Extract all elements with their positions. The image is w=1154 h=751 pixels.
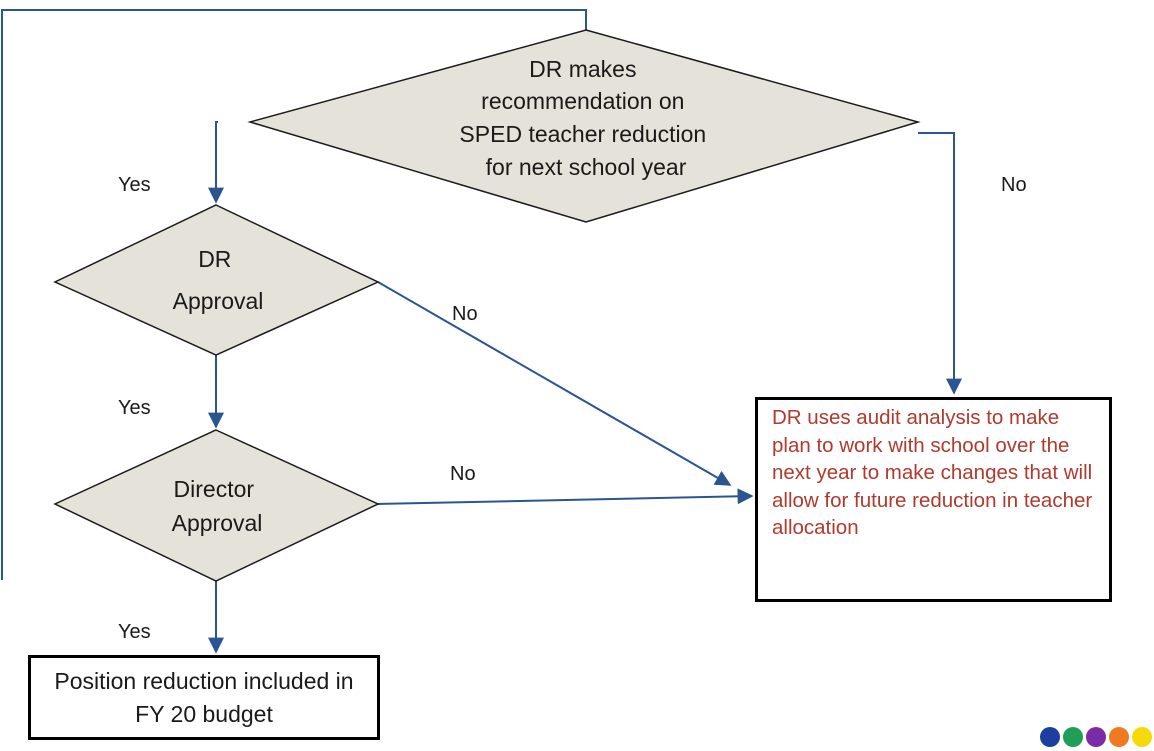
director-approval-diamond [53, 429, 380, 582]
director-approval-line-2: Approval [172, 510, 263, 536]
connectors [1, 9, 962, 654]
recommendation-line-2: recommendation on [481, 88, 684, 114]
purple-dot [1086, 727, 1106, 747]
dr-approval-diamond [53, 204, 380, 356]
dr-approval-line-2: Approval [173, 288, 264, 314]
yes-label-2: Yes [118, 397, 151, 419]
dr-approval-line-1: DR [198, 246, 231, 272]
loopback-arrow [1, 9, 594, 580]
recommendation-diamond [247, 29, 921, 223]
svg-text:DR makes recommendation on: DR makes recommendation on SPED teacher … [459, 56, 712, 180]
yes-label-3: Yes [118, 621, 151, 643]
no-label-3: No [450, 463, 476, 485]
yellow-dot [1132, 727, 1152, 747]
recommendation-line-4: for next school year [486, 154, 687, 180]
audit-plan-box: DR uses audit analysis to make plan to w… [755, 397, 1112, 602]
yes-arrow-1 [208, 121, 224, 204]
recommendation-line-3: SPED teacher reduction [459, 121, 706, 147]
no-label-2: No [452, 303, 478, 325]
green-dot [1063, 727, 1083, 747]
no-arrow-1 [918, 132, 962, 395]
yes-label-1: Yes [118, 174, 151, 196]
blue-dot [1040, 727, 1060, 747]
position-reduction-box: Position reduction included in FY 20 bud… [28, 655, 380, 740]
svg-text:DR Approval: DR Approval [173, 246, 264, 314]
orange-dot [1109, 727, 1129, 747]
no-label-1: No [1001, 174, 1027, 196]
svg-text:Director Approval: Director Approval [172, 476, 263, 536]
no-arrow-3 [377, 488, 754, 505]
recommendation-line-1: DR makes [529, 56, 636, 82]
director-approval-line-1: Director [174, 476, 255, 502]
brand-dots [1040, 727, 1152, 747]
no-arrow-2 [377, 281, 732, 486]
